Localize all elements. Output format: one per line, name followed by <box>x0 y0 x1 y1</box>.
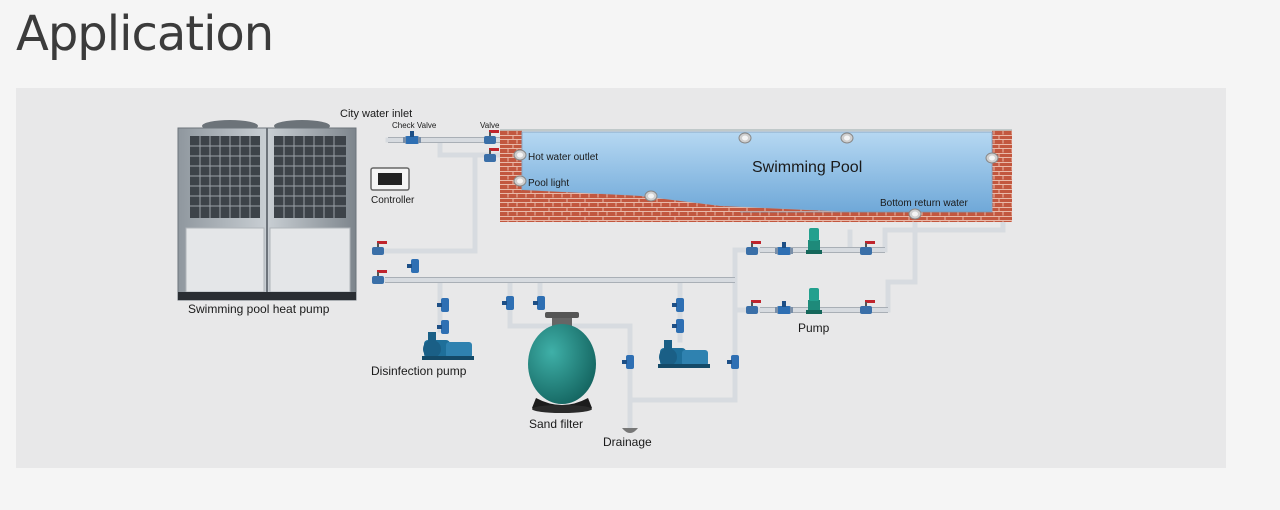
pool-light-label: Pool light <box>528 178 569 189</box>
sand-filter-tank <box>528 312 596 413</box>
check-valve-icon <box>775 242 793 255</box>
drainage-outlet <box>622 428 638 433</box>
bypass-valve-icon <box>407 259 419 273</box>
disinfection-pump-icon <box>422 332 474 360</box>
pool-light-icon <box>644 190 658 202</box>
circulation-pump-icon <box>806 288 822 314</box>
controller-device <box>370 167 410 191</box>
pump-label: Pump <box>798 321 830 335</box>
controller-label: Controller <box>371 195 415 206</box>
sand-filter-label: Sand filter <box>529 417 583 431</box>
valve-icon <box>727 355 739 369</box>
circulation-pump-icon <box>806 228 822 254</box>
check-valve-label: Check Valve <box>392 121 437 130</box>
swimming-pool-label: Swimming Pool <box>752 159 862 176</box>
valve-icon <box>533 296 545 310</box>
check-valve-icon <box>403 131 421 144</box>
valve-icon <box>672 298 684 312</box>
heat-pump-label: Swimming pool heat pump <box>188 302 330 316</box>
valve-icon <box>672 319 684 333</box>
drainage-label: Drainage <box>603 435 652 449</box>
city-water-inlet-label: City water inlet <box>340 108 412 120</box>
page-title: Application <box>16 6 274 62</box>
swimming-pool <box>500 129 1012 222</box>
bottom-drain-icon <box>908 208 922 220</box>
pool-light-icon <box>840 132 854 144</box>
drain-valve-icon <box>622 355 634 369</box>
pool-light-icon <box>738 132 752 144</box>
valve-label: Valve <box>480 121 500 130</box>
disinfection-pump-label: Disinfection pump <box>371 364 467 378</box>
valve-icon <box>502 296 514 310</box>
heat-pump-unit <box>177 120 357 301</box>
hot-water-outlet-label: Hot water outlet <box>528 152 598 163</box>
check-valve-icon <box>775 301 793 314</box>
filter-pump-icon <box>658 340 710 368</box>
hot-water-outlet-icon <box>513 149 527 161</box>
inlet-nozzle-icon <box>985 152 999 164</box>
pool-light-icon <box>513 175 527 187</box>
bottom-return-water-label: Bottom return water <box>880 198 968 209</box>
